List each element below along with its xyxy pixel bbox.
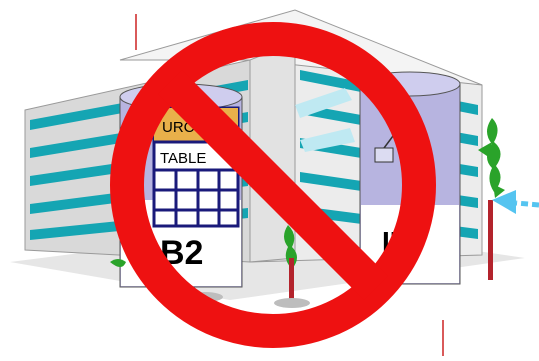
illustration-canvas: URC TABLE B2 IM [0,0,539,361]
prohibited-sign-icon [0,0,539,361]
